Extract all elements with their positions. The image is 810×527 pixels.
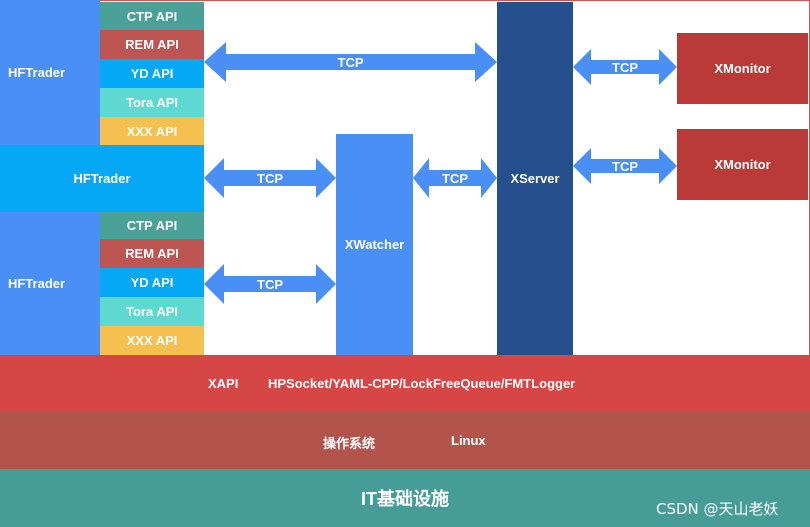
- os-layer-name: 操作系统: [323, 436, 376, 451]
- infra-layer-name: IT基础设施: [361, 489, 449, 509]
- tcp-label: TCP: [612, 60, 638, 75]
- hftrader-middle: HFTrader: [0, 145, 204, 212]
- api-xxx-top-label: XXX API: [126, 123, 178, 139]
- api-yd-bottom: YD API: [100, 268, 204, 297]
- api-tora-bottom-label: Tora API: [125, 304, 178, 319]
- api-yd-top-label: YD API: [130, 66, 174, 81]
- hftrader-middle-label: HFTrader: [73, 171, 131, 186]
- tcp-label: TCP: [442, 171, 468, 186]
- xmonitor-bottom: XMonitor: [677, 129, 808, 200]
- api-yd-top: YD API: [100, 59, 204, 88]
- api-xxx-bottom-label: XXX API: [126, 333, 178, 348]
- api-ctp-bottom: CTP API: [100, 212, 204, 239]
- xapi-layer: XAPI HPSocket/YAML-CPP/LockFreeQueue/FMT…: [0, 355, 810, 412]
- os-layer: 操作系统 Linux: [0, 412, 810, 469]
- api-tora-top: Tora API: [100, 88, 204, 117]
- hftrader-top: HFTrader: [0, 0, 100, 145]
- xserver-label: XServer: [510, 171, 560, 186]
- xapi-layer-libs: HPSocket/YAML-CPP/LockFreeQueue/FMTLogge…: [268, 376, 576, 391]
- tcp-label: TCP: [257, 277, 283, 292]
- watermark-text: CSDN @天山老妖: [656, 500, 779, 518]
- hftrader-top-label: HFTrader: [8, 65, 66, 80]
- api-tora-bottom: Tora API: [100, 297, 204, 326]
- double-arrow-icon: [204, 158, 336, 198]
- api-ctp-bottom-label: CTP API: [126, 218, 178, 233]
- tcp-arrow-xwatcher-xserver: TCP: [413, 158, 497, 198]
- double-arrow-icon: [204, 264, 336, 304]
- api-yd-bottom-label: YD API: [130, 275, 174, 290]
- tcp-arrow-xserver-xmonitor-bottom: TCP: [573, 148, 677, 184]
- double-arrow-icon: [204, 42, 497, 82]
- double-arrow-icon: [413, 158, 497, 198]
- api-xxx-bottom: XXX API: [100, 326, 204, 355]
- api-ctp-top: CTP API: [100, 2, 204, 30]
- xapi-layer-name: XAPI: [208, 376, 239, 391]
- api-rem-bottom: REM API: [100, 239, 204, 268]
- tcp-arrow-trader-mid-xwatcher: TCP: [204, 158, 336, 198]
- tcp-label: TCP: [337, 55, 364, 70]
- hftrader-bottom: HFTrader: [0, 212, 100, 355]
- api-tora-top-label: Tora API: [125, 95, 178, 110]
- double-arrow-icon: [573, 148, 677, 184]
- tcp-arrow-xserver-xmonitor-top: TCP: [573, 49, 677, 85]
- tcp-arrow-trader-top-xserver: TCP: [204, 42, 497, 82]
- double-arrow-icon: [573, 49, 677, 85]
- infra-layer: IT基础设施: [0, 469, 810, 527]
- api-ctp-top-label: CTP API: [126, 8, 178, 24]
- xmonitor-top-label: XMonitor: [714, 61, 771, 76]
- xwatcher-label: XWatcher: [344, 237, 405, 252]
- tcp-label: TCP: [612, 159, 638, 174]
- api-rem-bottom-label: REM API: [125, 246, 179, 261]
- xmonitor-top: XMonitor: [677, 33, 808, 104]
- xmonitor-bottom-label: XMonitor: [714, 157, 771, 172]
- xserver-box: XServer: [497, 2, 573, 355]
- os-layer-value: Linux: [451, 433, 486, 448]
- xwatcher-box: XWatcher: [336, 134, 413, 355]
- api-rem-top-label: REM API: [125, 37, 179, 52]
- api-xxx-top: XXX API: [100, 117, 204, 145]
- tcp-arrow-trader-bottom-xwatcher: TCP: [204, 264, 336, 304]
- hftrader-bottom-label: HFTrader: [8, 276, 66, 291]
- api-rem-top: REM API: [100, 30, 204, 59]
- tcp-label: TCP: [257, 171, 283, 186]
